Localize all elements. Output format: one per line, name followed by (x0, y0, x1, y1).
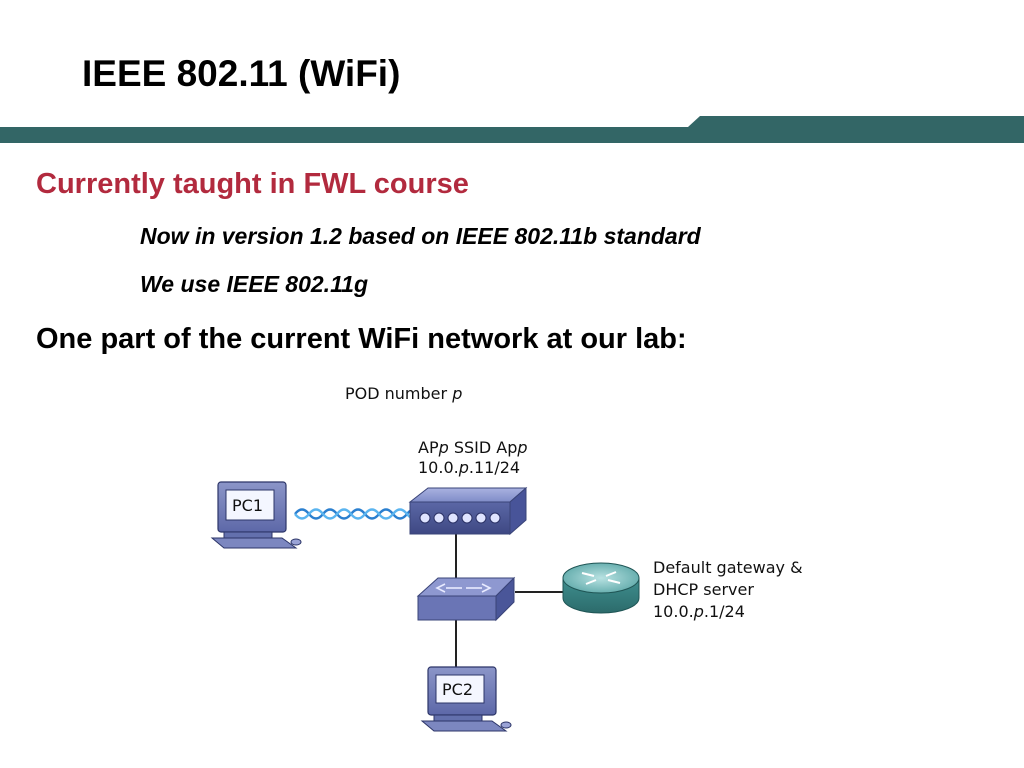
ap-ssid-label: APp SSID App (418, 438, 528, 457)
title-band (0, 116, 1024, 143)
ap-ip-label: 10.0.p.11/24 (418, 458, 520, 477)
gateway-label: Default gateway & (653, 558, 803, 577)
bullet-network-part: One part of the current WiFi network at … (36, 323, 687, 355)
pc1-computer-icon: PC1 (210, 481, 302, 549)
switch-icon (416, 576, 516, 622)
pc2-label: PC2 (442, 680, 473, 699)
sub-bullet-80211g: We use IEEE 802.11g (140, 271, 368, 297)
access-point-icon (408, 486, 528, 536)
pc2-computer-icon: PC2 (420, 666, 512, 732)
wired-links (455, 532, 565, 670)
pod-number-label: POD number p (345, 384, 462, 403)
dhcp-server-label: DHCP server (653, 580, 754, 599)
router-ip-label: 10.0.p.1/24 (653, 602, 745, 621)
bullet-fwl-course: Currently taught in FWL course (36, 168, 469, 200)
slide-title: IEEE 802.11 (WiFi) (82, 53, 401, 94)
sub-bullet-version: Now in version 1.2 based on IEEE 802.11b… (140, 223, 701, 249)
network-diagram: POD number p APp SSID App 10.0.p.11/24 (210, 384, 803, 732)
router-icon (562, 562, 640, 614)
pc1-label: PC1 (232, 496, 263, 515)
